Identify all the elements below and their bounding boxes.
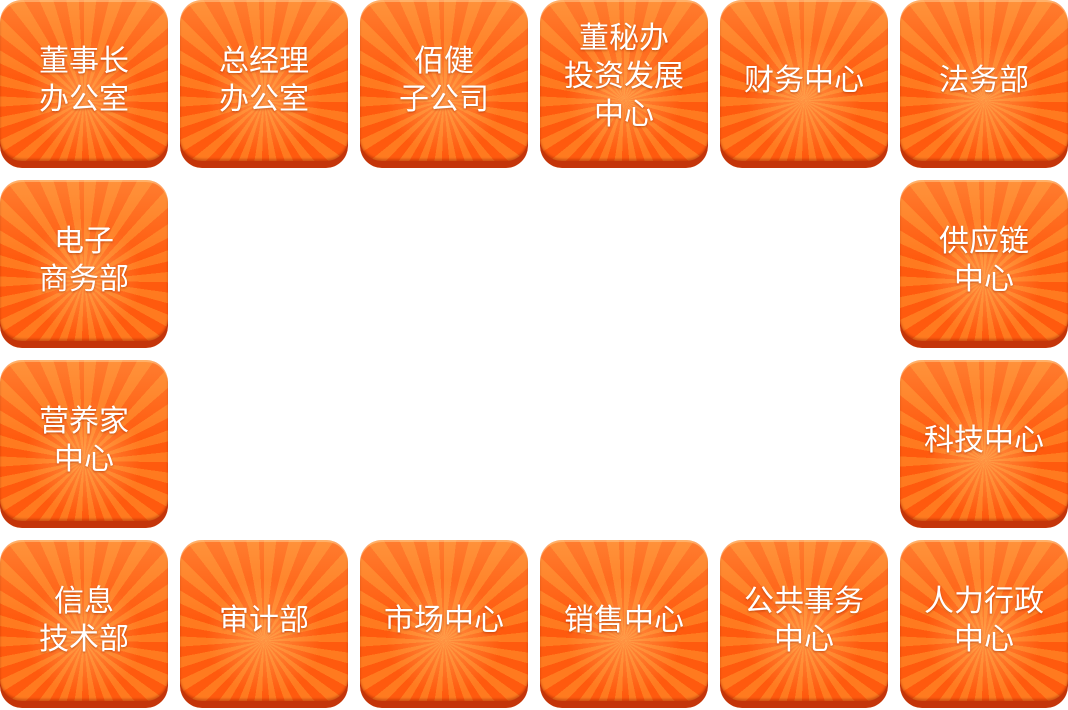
tile-ecommerce-department[interactable]: 电子 商务部 [0, 180, 168, 348]
tile-label: 供应链 中心 [939, 224, 1029, 297]
tile-sales-center[interactable]: 销售中心 [540, 540, 708, 708]
tile-label: 董事长 办公室 [39, 44, 129, 117]
tile-chairman-office[interactable]: 董事长 办公室 [0, 0, 168, 168]
tile-label: 销售中心 [564, 603, 684, 638]
tile-label: 公共事务 中心 [744, 584, 864, 657]
tile-label: 总经理 办公室 [219, 44, 309, 117]
tile-label: 审计部 [219, 603, 309, 638]
tile-label: 科技中心 [924, 423, 1044, 458]
tile-label: 董秘办 投资发展 中心 [564, 21, 684, 132]
tile-audit-department[interactable]: 审计部 [180, 540, 348, 708]
tile-general-manager-office[interactable]: 总经理 办公室 [180, 0, 348, 168]
tile-legal-department[interactable]: 法务部 [900, 0, 1068, 168]
tile-technology-center[interactable]: 科技中心 [900, 360, 1068, 528]
tile-label: 法务部 [939, 63, 1029, 98]
tile-public-affairs-center[interactable]: 公共事务 中心 [720, 540, 888, 708]
tile-label: 信息 技术部 [39, 584, 129, 657]
tile-label: 电子 商务部 [39, 224, 129, 297]
center-empty-area [180, 180, 888, 528]
tile-label: 人力行政 中心 [924, 584, 1044, 657]
tile-finance-center[interactable]: 财务中心 [720, 0, 888, 168]
tile-nutrition-center[interactable]: 营养家 中心 [0, 360, 168, 528]
tile-baijian-subsidiary[interactable]: 佰健 子公司 [360, 0, 528, 168]
tile-label: 佰健 子公司 [399, 44, 489, 117]
tile-it-department[interactable]: 信息 技术部 [0, 540, 168, 708]
tile-board-secretary-investment-center[interactable]: 董秘办 投资发展 中心 [540, 0, 708, 168]
tile-supply-chain-center[interactable]: 供应链 中心 [900, 180, 1068, 348]
tile-hr-admin-center[interactable]: 人力行政 中心 [900, 540, 1068, 708]
tile-label: 营养家 中心 [39, 404, 129, 477]
tile-marketing-center[interactable]: 市场中心 [360, 540, 528, 708]
tile-label: 市场中心 [384, 603, 504, 638]
tile-label: 财务中心 [744, 63, 864, 98]
